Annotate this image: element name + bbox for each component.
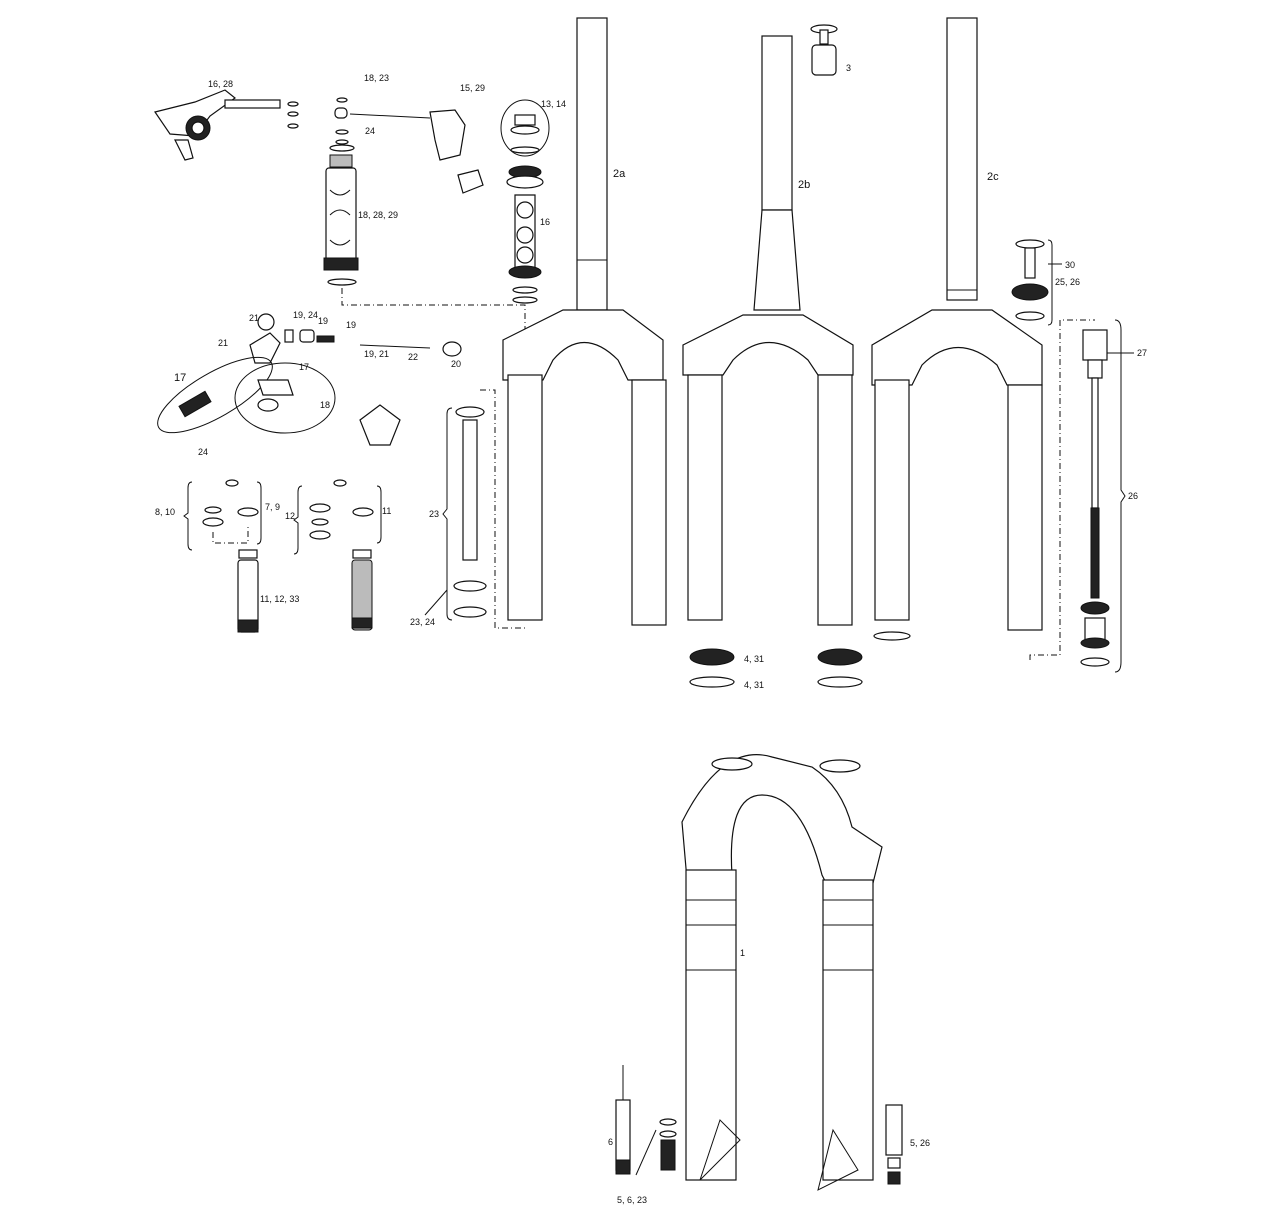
air-top-cap-30-25-26 (1011, 239, 1053, 326)
remote-lever-assembly-16-28 (154, 89, 299, 161)
callout-12: 12 (285, 511, 295, 521)
callout-3: 3 (846, 63, 851, 73)
seals-4-31 (689, 648, 863, 688)
damper-cartridge-18-28-29 (323, 144, 359, 286)
callout-27: 27 (1137, 348, 1147, 358)
callout-5-26: 5, 26 (910, 1138, 930, 1148)
callout-23-24: 23, 24 (410, 617, 435, 627)
callout-24: 24 (198, 447, 208, 457)
callout-19: 19 (318, 316, 328, 326)
callout-13-14: 13, 14 (541, 99, 566, 109)
assembly-line (1029, 319, 1095, 660)
callout-21: 21 (249, 313, 259, 323)
callout-16: 16 (540, 217, 550, 227)
crown-steerer-2c (871, 17, 1043, 641)
callout-25-26: 25, 26 (1055, 277, 1080, 287)
callout-15-29: 15, 29 (460, 83, 485, 93)
callout-11-12-33: 11, 12, 33 (260, 594, 299, 604)
callout-30: 30 (1065, 260, 1075, 270)
crown-steerer-2a (502, 17, 667, 626)
air-shaft-27-26 (1080, 319, 1126, 673)
callout-23: 23 (429, 509, 439, 519)
callout-19-24: 19, 24 (293, 310, 318, 320)
callout-1: 1 (740, 948, 745, 958)
top-cap-13-14 (500, 99, 550, 157)
callout-17: 17 (174, 372, 186, 384)
callout-4-31: 4, 31 (744, 654, 764, 664)
callout-24: 24 (365, 126, 375, 136)
assembly-line (341, 288, 526, 330)
spring-5-6-23 (659, 1118, 677, 1171)
lower-leg-1 (681, 754, 883, 1191)
callout-22: 22 (408, 352, 418, 362)
remote-assembly-17-22 (157, 313, 462, 446)
callout-19: 19 (346, 320, 356, 330)
callout-4-31: 4, 31 (744, 680, 764, 690)
callout-7-9: 7, 9 (265, 502, 280, 512)
remote-assembly-15-29 (334, 97, 484, 194)
callout-19-21: 19, 21 (364, 349, 389, 359)
damper-rod-23 (442, 389, 525, 629)
callout-6: 6 (608, 1137, 613, 1147)
callout-8-10: 8, 10 (155, 507, 175, 517)
callout-26: 26 (1128, 491, 1138, 501)
callout-21: 21 (218, 338, 228, 348)
crown-steerer-2b (682, 35, 854, 626)
top-cap-3 (810, 24, 838, 76)
spring-assembly-16 (506, 165, 544, 304)
callout-2c: 2c (987, 171, 999, 183)
leader-lines (424, 263, 1134, 1176)
damper-foot-6 (615, 1065, 631, 1175)
callout-16-28: 16, 28 (208, 79, 233, 89)
callout-2a: 2a (613, 168, 626, 180)
air-foot-5-26 (885, 1104, 903, 1185)
callout-labels: 16, 28 18, 23 24 15, 29 13, 14 3 2a 2b 2… (155, 63, 1147, 1205)
damper-knobs-11-12 (293, 479, 382, 631)
callout-18: 18 (320, 400, 330, 410)
callout-2b: 2b (798, 179, 810, 191)
damper-knobs-7-8-9-10 (183, 479, 262, 633)
callout-20: 20 (451, 359, 461, 369)
callout-5-6-23: 5, 6, 23 (617, 1195, 647, 1205)
callout-17: 17 (299, 362, 309, 372)
callout-18-23: 18, 23 (364, 73, 389, 83)
callout-18-28-29: 18, 28, 29 (358, 210, 398, 220)
callout-11: 11 (382, 506, 391, 516)
